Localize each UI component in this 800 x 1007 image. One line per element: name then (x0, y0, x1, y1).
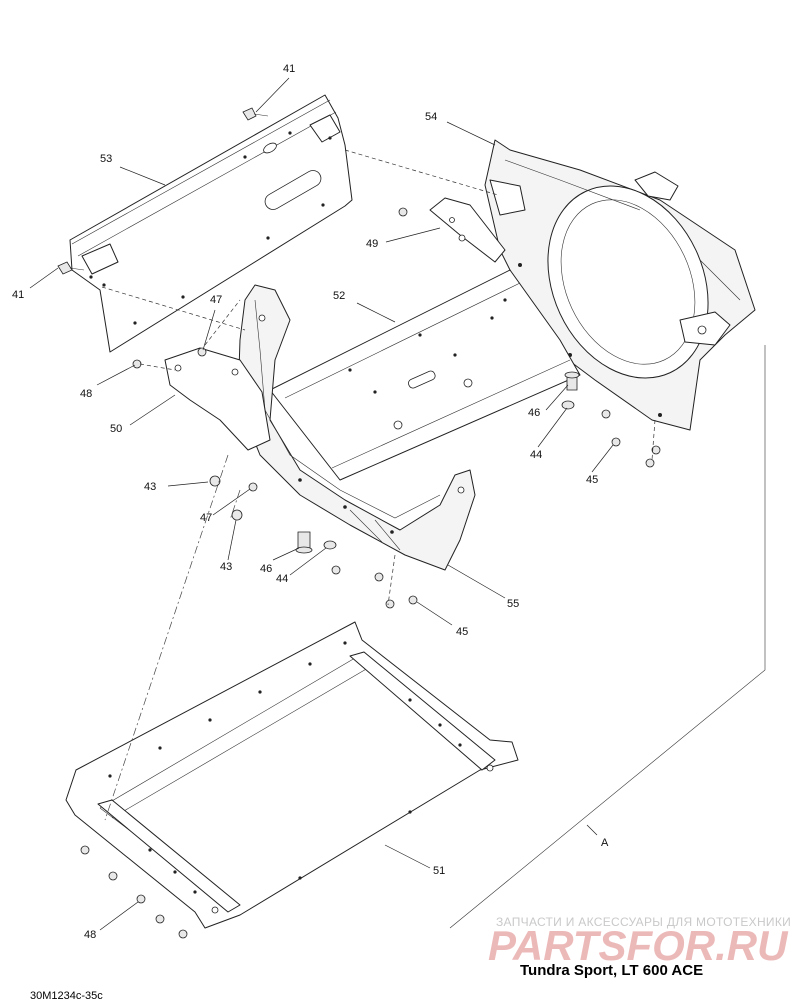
part-45-nut-right-a (601, 409, 611, 419)
callout-44-left: 44 (276, 573, 288, 585)
part-41-screw-top (242, 107, 269, 121)
watermark-tagline: ЗАПЧАСТИ И АКСЕССУАРЫ ДЛЯ МОТОТЕХНИКИ (496, 915, 791, 929)
callouts: 41 41 53 54 49 52 47 48 50 46 44 45 43 4… (12, 63, 609, 941)
part-46-bolt-right (564, 371, 580, 391)
part-45-nut-right-d (645, 458, 655, 468)
callout-50: 50 (110, 423, 122, 435)
callout-45-bottom: 45 (456, 626, 468, 638)
part-45-nut-bottom-b (374, 572, 384, 582)
part-49-nut (398, 207, 408, 217)
callout-54: 54 (425, 111, 437, 123)
part-46-bolt-left (295, 531, 313, 554)
part-51-skid-plate (65, 621, 519, 929)
part-45-nut-bottom-c (385, 599, 395, 609)
part-47-nut-mid (248, 482, 258, 492)
leader-lines (29, 77, 614, 931)
part-45-nut-right-b (611, 437, 621, 447)
callout-46-left: 46 (260, 563, 272, 575)
callout-47-top: 47 (210, 294, 222, 306)
callout-a: A (601, 837, 609, 849)
part-45-nut-right-c (651, 445, 661, 455)
callout-43-bottom: 43 (220, 561, 232, 573)
callout-44-right: 44 (530, 449, 542, 461)
part-48-nuts-bottom (80, 845, 188, 939)
part-45-nut-bottom-a (331, 565, 341, 575)
callout-55: 55 (507, 598, 519, 610)
part-52-crossmember (269, 269, 581, 481)
part-47-nut-top (197, 347, 207, 357)
part-43-nut-bottom (231, 509, 243, 521)
callout-47-mid: 47 (200, 512, 212, 524)
part-53-panel (69, 94, 353, 353)
part-44-washer-right (561, 400, 575, 410)
watermark: ЗАПЧАСТИ И АКСЕССУАРЫ ДЛЯ МОТОТЕХНИКИ PA… (488, 915, 791, 969)
part-48-nut-top (132, 359, 142, 369)
callout-48-bottom: 48 (84, 929, 96, 941)
callout-43-top: 43 (144, 481, 156, 493)
part-45-nut-bottom-d (408, 595, 418, 605)
figure-id: 30M1234c-35c (30, 990, 103, 1002)
part-44-washer-left (323, 540, 337, 550)
callout-41-left: 41 (12, 289, 24, 301)
part-55-u-frame (164, 284, 476, 571)
part-49-support-bracket (429, 197, 506, 263)
callout-46-right: 46 (528, 407, 540, 419)
callout-45-right: 45 (586, 474, 598, 486)
part-54-front-bracket (484, 139, 756, 431)
callout-52: 52 (333, 290, 345, 302)
section-bracket-a (449, 345, 766, 929)
watermark-logo: PARTSFOR.RU (488, 922, 789, 969)
model-title: Tundra Sport, LT 600 ACE (520, 962, 703, 979)
alignment-lines (101, 149, 656, 821)
part-43-nut-top (209, 475, 221, 487)
callout-51: 51 (433, 865, 445, 877)
callout-49: 49 (366, 238, 378, 250)
part-41-screw-left (57, 261, 85, 275)
callout-41-top: 41 (283, 63, 295, 75)
callout-48-top: 48 (80, 388, 92, 400)
callout-53: 53 (100, 153, 112, 165)
